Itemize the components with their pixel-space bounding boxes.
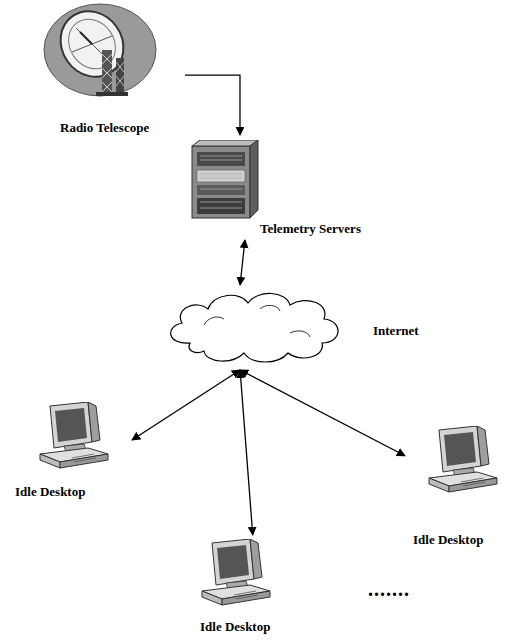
desktop-icon xyxy=(38,402,110,470)
ellipsis-label: ....... xyxy=(368,578,410,601)
arrow-connector xyxy=(132,370,240,440)
node-label: Internet xyxy=(373,323,419,339)
node-label: Idle Desktop xyxy=(15,484,85,500)
internet-cloud xyxy=(160,285,346,369)
arrow-connector xyxy=(240,370,253,535)
node-label: Radio Telescope xyxy=(60,120,149,136)
server-rack-icon xyxy=(190,140,260,220)
arrow-connector xyxy=(240,240,245,285)
radio-telescope-icon xyxy=(40,2,160,98)
cloud-node: Internet xyxy=(160,285,440,370)
desktop-icon xyxy=(427,426,499,494)
node-label: Idle Desktop xyxy=(413,532,483,548)
arrow-connector xyxy=(185,75,240,135)
arrow-connector xyxy=(240,370,405,456)
telescope-node: Radio Telescope xyxy=(40,2,185,140)
desktop-node: Idle Desktop xyxy=(195,535,300,637)
desktop-icon xyxy=(200,539,272,607)
desktop-node: Idle Desktop xyxy=(10,398,132,503)
node-label: Idle Desktop xyxy=(200,619,270,635)
server-node: Telemetry Servers xyxy=(185,135,420,240)
node-label: Telemetry Servers xyxy=(260,221,361,237)
desktop-node: Idle Desktop xyxy=(405,422,510,557)
